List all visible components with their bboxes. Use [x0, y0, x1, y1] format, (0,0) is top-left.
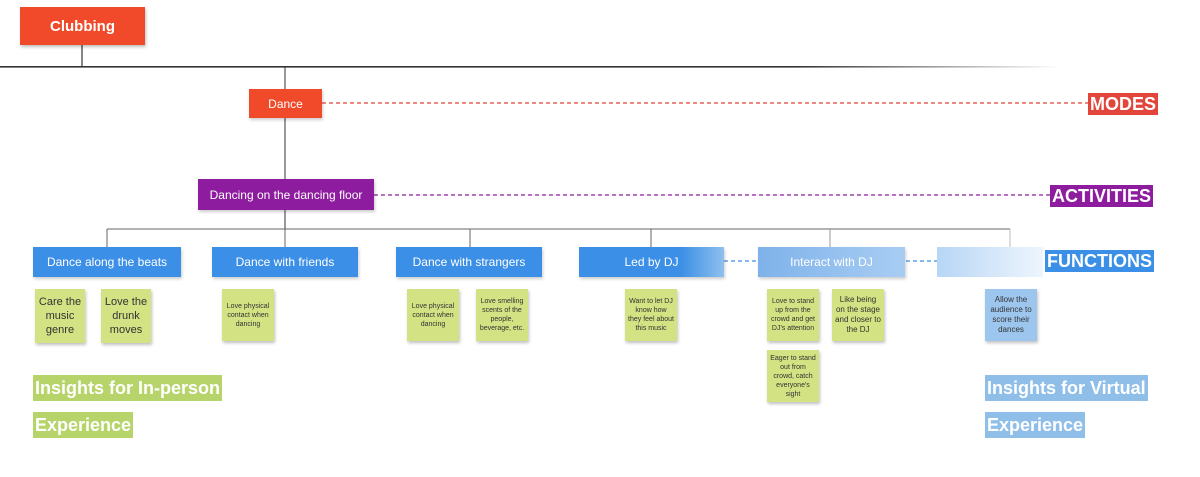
- sticky-note: Love physical contact when dancing: [407, 289, 459, 341]
- insight-inperson-line1: Insights for In-person: [33, 375, 223, 401]
- insight-virtual-line1: Insights for Virtual: [985, 375, 1148, 401]
- function-dance-along-beats[interactable]: Dance along the beats: [33, 247, 181, 277]
- function-virtual-placeholder[interactable]: [937, 247, 1043, 277]
- activities-tag: ACTIVITIES: [1050, 185, 1154, 207]
- sticky-note: Care the music genre: [35, 289, 85, 343]
- sticky-note: Eager to stand out from crowd, catch eve…: [767, 350, 819, 402]
- functions-tag: FUNCTIONS: [1045, 250, 1154, 272]
- sticky-note: Want to let DJ know how they feel about …: [625, 289, 677, 341]
- sticky-note: Like being on the stage and closer to th…: [832, 289, 884, 341]
- modes-tag: MODES: [1088, 93, 1159, 115]
- mode-node[interactable]: Dance: [249, 89, 322, 118]
- sticky-note: Love physical contact when dancing: [222, 289, 274, 341]
- root-node[interactable]: Clubbing: [20, 7, 145, 45]
- function-interact-with-dj[interactable]: Interact with DJ: [758, 247, 905, 277]
- top-line: [0, 66, 1060, 68]
- function-dance-with-friends[interactable]: Dance with friends: [212, 247, 358, 277]
- sticky-note: Love the drunk moves: [101, 289, 151, 343]
- sticky-note: Love smelling scents of the people, beve…: [476, 289, 528, 341]
- insight-inperson-line2: Experience: [33, 412, 134, 438]
- function-dance-with-strangers[interactable]: Dance with strangers: [396, 247, 542, 277]
- sticky-note: Love to stand up from the crowd and get …: [767, 289, 819, 341]
- insight-virtual-line2: Experience: [985, 412, 1086, 438]
- activity-node[interactable]: Dancing on the dancing floor: [198, 179, 374, 210]
- sticky-note: Allow the audience to score their dances: [985, 289, 1037, 341]
- function-led-by-dj[interactable]: Led by DJ: [579, 247, 724, 277]
